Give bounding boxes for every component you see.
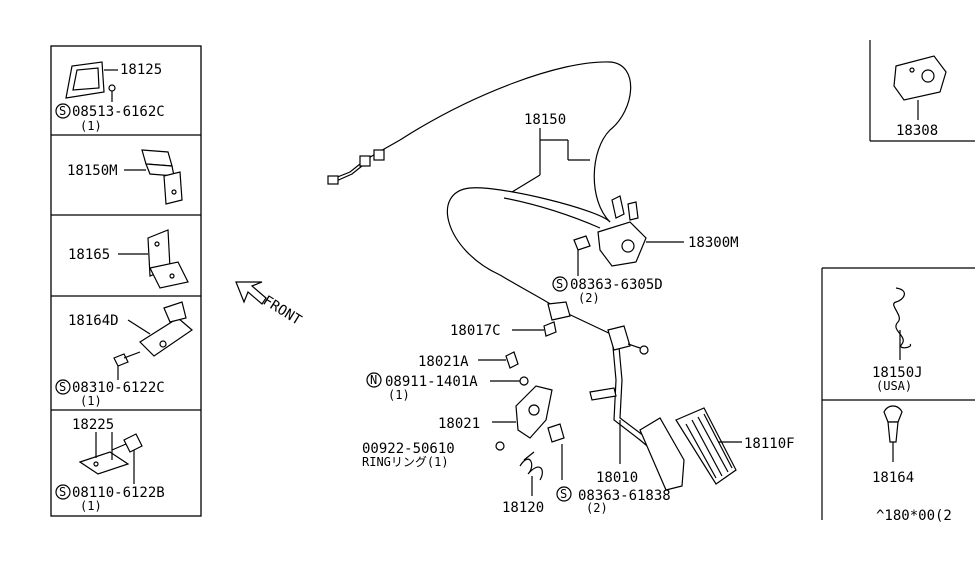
right-panel-top: 18308 <box>869 40 975 142</box>
part-label-18110f: 18110F <box>744 436 795 452</box>
ring-description: RINGリング(1) <box>362 455 449 469</box>
part-18125-stopper <box>65 61 118 102</box>
nut-qty: (1) <box>388 388 410 402</box>
part-label-18021: 18021 <box>438 416 480 432</box>
front-arrow-icon <box>235 281 267 305</box>
part-18165-bracket <box>147 229 189 289</box>
part-label-18150j: 18150J <box>872 365 923 381</box>
screw-code-08110-6122b: 08110-6122B <box>72 485 165 501</box>
part-label-18300m: 18300M <box>688 235 739 251</box>
part-label-18125: 18125 <box>120 62 162 78</box>
part-label-18164d: 18164D <box>68 313 119 329</box>
bolt-prefix-s: S <box>556 277 563 291</box>
part-label-18010: 18010 <box>596 470 638 486</box>
screw-prefix-s: S <box>59 485 66 499</box>
clip-18164 <box>883 405 903 443</box>
part-label-18017c: 18017C <box>450 323 501 339</box>
bush-18021a <box>505 351 519 369</box>
screw-code-08310-6122c: 08310-6122C <box>72 380 165 396</box>
nut-prefix-n: N <box>370 373 377 387</box>
pedal-bolt-code-08363-61838: 08363-61838 <box>578 488 671 504</box>
part-label-18225: 18225 <box>72 417 114 433</box>
part-18150m-holder <box>141 149 183 205</box>
left-parts-panel: 18125 S 08513-6162C (1) 18150M 18165 <box>50 45 202 517</box>
part-label-18308: 18308 <box>896 123 938 139</box>
part-label-18120: 18120 <box>502 500 544 516</box>
screw-qty: (1) <box>80 394 102 408</box>
pedal-bolt-prefix-s: S <box>560 487 567 501</box>
right-panel-lower: 18150J (USA) 18164 ^180*00(2 <box>821 267 975 524</box>
bolt-qty: (2) <box>578 291 600 305</box>
return-spring-18120 <box>519 451 543 481</box>
part-label-18021a: 18021A <box>418 354 469 370</box>
accelerator-lever-18010 <box>589 325 653 451</box>
region-note-usa: (USA) <box>876 379 912 393</box>
part-label-18165: 18165 <box>68 247 110 263</box>
part-label-18150: 18150 <box>524 112 566 128</box>
part-18164d-bracket <box>113 301 193 367</box>
pedal-pad <box>639 417 685 491</box>
part-label-18164: 18164 <box>872 470 914 486</box>
pedal-bolt-qty: (2) <box>586 501 608 515</box>
front-label: FRONT <box>260 293 305 329</box>
cable-clip-18017c <box>543 301 571 337</box>
bolt-code-08363-6305d: 08363-6305D <box>570 277 663 293</box>
throttle-bracket-18300m <box>573 195 647 267</box>
pedal-bracket-18021 <box>515 385 565 443</box>
diagram-footer-code: ^180*00(2 <box>876 508 952 524</box>
screw-qty: (1) <box>80 499 102 513</box>
ring-code-00922-50610: 00922-50610 <box>362 441 455 457</box>
nut-code-08911-1401a: 08911-1401A <box>385 374 478 390</box>
screw-prefix-s: S <box>59 104 66 118</box>
screw-prefix-s: S <box>59 380 66 394</box>
part-18225-plate <box>78 433 143 475</box>
screw-code-08513-6162c: 08513-6162C <box>72 104 165 120</box>
screw-qty: (1) <box>80 119 102 133</box>
pedal-pad-18110f <box>675 407 737 485</box>
part-label-18150m: 18150M <box>67 163 118 179</box>
